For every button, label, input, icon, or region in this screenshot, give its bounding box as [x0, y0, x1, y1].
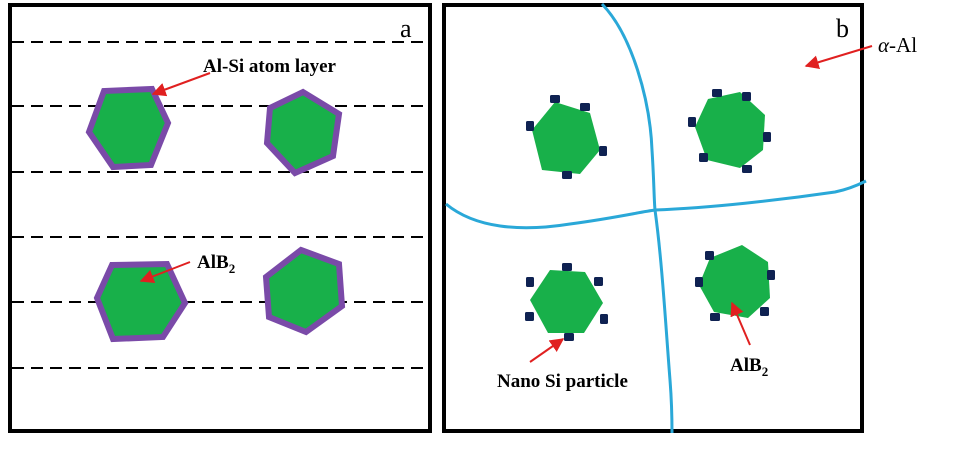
nano-si-group-b3 [525, 263, 608, 341]
nano-si-particle [599, 146, 607, 156]
alb2-particle-b4 [699, 245, 770, 318]
alb2-label-b-main: AlB [730, 355, 762, 376]
nano-si-label: Nano Si particle [497, 371, 628, 392]
alb2-particle-a1 [85, 85, 172, 171]
alb2-arrow-a [139, 261, 191, 283]
alb2-arrow-b [730, 301, 751, 346]
nano-si-particle [763, 132, 771, 142]
nano-si-particle [564, 333, 574, 341]
alb2-particle-a2 [263, 88, 343, 177]
nano-si-particle [600, 314, 608, 324]
nano-si-particle [550, 95, 560, 103]
panel-b-frame [442, 3, 864, 433]
alpha-al-label-greek: α [878, 33, 890, 57]
nano-si-particle [742, 92, 751, 101]
atom-layer-arrow [151, 72, 211, 97]
nano-si-particle [695, 277, 703, 287]
nano-si-particle [760, 307, 769, 316]
nano-si-group-b2 [688, 89, 771, 173]
panel-b-letter: b [836, 14, 849, 43]
panel-a-letter: a [400, 14, 412, 43]
panel-a-frame [8, 3, 432, 433]
alpha-al-label: α-Al [878, 33, 917, 57]
panel-a-particles [85, 85, 346, 343]
particle-b2 [688, 89, 771, 173]
particle-b4 [695, 245, 775, 321]
panel-a-dashed-lines [12, 41, 428, 369]
grain-boundaries [445, 2, 867, 434]
atom-layer-label: Al-Si atom layer [203, 56, 337, 77]
alb2-particle-a3 [93, 260, 189, 343]
grain-boundary-left [445, 202, 656, 230]
alpha-al-label-rest: -Al [889, 33, 917, 57]
nano-si-particle [712, 89, 722, 97]
alb2-label-a: AlB2 [197, 252, 235, 276]
alb2-label-b-sub: 2 [762, 364, 769, 379]
nano-si-arrow [529, 338, 565, 363]
alpha-al-arrow [804, 45, 873, 70]
alb2-label-a-main: AlB [197, 252, 229, 273]
nano-si-particle [710, 313, 720, 321]
panel-b: b α-Al Nano Si particle AlB2 [442, 2, 917, 434]
nano-si-particle [742, 165, 752, 173]
alb2-particle-b3 [530, 270, 603, 333]
nano-si-particle [767, 270, 775, 280]
nano-si-particle [688, 117, 696, 127]
alb2-particle-b2 [695, 92, 765, 168]
grain-boundary-right [654, 179, 867, 212]
nano-si-group-b4 [695, 251, 775, 321]
alb2-particle-b1 [532, 102, 600, 174]
nano-si-group-b1 [526, 95, 607, 179]
alb2-label-b: AlB2 [730, 355, 768, 379]
nano-si-particle [705, 251, 714, 260]
nano-si-particle [562, 263, 572, 271]
nano-si-particle [525, 312, 534, 321]
nano-si-particle [526, 277, 534, 287]
nano-si-particle [594, 277, 603, 286]
grain-boundary-bottom [653, 209, 674, 434]
nano-si-particle [526, 121, 534, 131]
alb2-particle-a4 [262, 246, 346, 336]
alb2-label-a-sub: 2 [229, 261, 236, 276]
nano-si-particle [562, 171, 572, 179]
panel-a: a Al-Si atom layer AlB2 [8, 3, 432, 433]
particle-b3 [525, 263, 608, 341]
nano-si-particle [699, 153, 708, 162]
nano-si-particle [580, 103, 590, 111]
grain-boundary-top [600, 2, 657, 211]
particle-b1 [526, 95, 607, 179]
